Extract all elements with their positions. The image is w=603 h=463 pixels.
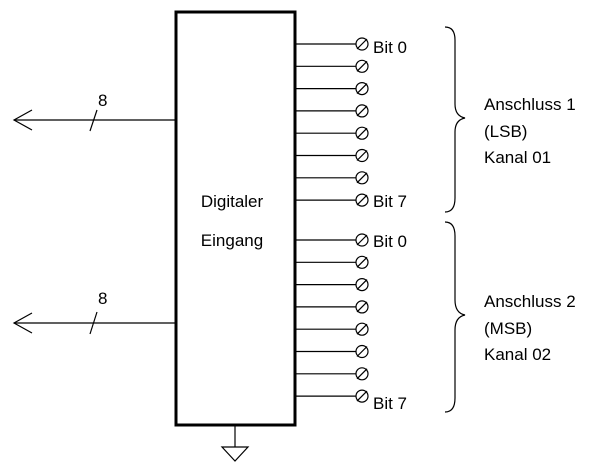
connector1-order: (LSB) xyxy=(484,122,527,141)
connector2-bit7-label: Bit 7 xyxy=(373,394,407,413)
screw-terminal-icon xyxy=(355,81,369,96)
bus-width-label-1: 8 xyxy=(98,91,107,110)
connector1-channel: Kanal 01 xyxy=(484,148,551,167)
screw-terminal-icon xyxy=(355,278,369,292)
block-label-line1: Digitaler xyxy=(201,192,264,211)
screw-terminal-icon xyxy=(355,126,369,140)
ground-icon xyxy=(220,425,250,462)
screw-terminal-icon xyxy=(355,389,369,403)
arrow-left-icon xyxy=(12,109,33,131)
bus-width-label-2: 8 xyxy=(98,289,107,308)
connector1-name: Anschluss 1 xyxy=(484,95,576,114)
connector2-name: Anschluss 2 xyxy=(484,292,576,311)
block-label-line2: Eingang xyxy=(201,231,263,250)
screw-terminal-icon xyxy=(355,37,369,51)
connector2-brace xyxy=(444,221,466,413)
arrow-left-icon xyxy=(12,312,33,334)
pin-group xyxy=(295,37,369,403)
screw-terminal-icon xyxy=(355,104,369,118)
connector1-brace xyxy=(444,26,466,213)
bus-width-tick-2 xyxy=(89,311,98,335)
screw-terminal-icon xyxy=(355,322,369,336)
digital-input-block xyxy=(174,10,297,427)
screw-terminal-icon xyxy=(355,367,369,381)
screw-terminal-icon xyxy=(355,193,369,207)
bus-width-tick-1 xyxy=(89,109,98,132)
screw-terminal-icon xyxy=(355,233,369,247)
connector2-bit0-label: Bit 0 xyxy=(373,232,407,251)
connector2-order: (MSB) xyxy=(484,319,532,338)
output-bus-1: 8 xyxy=(12,91,176,132)
connector2-channel: Kanal 02 xyxy=(484,345,551,364)
screw-terminal-icon xyxy=(355,300,369,314)
output-bus-2: 8 xyxy=(12,289,176,335)
screw-terminal-icon xyxy=(355,344,369,359)
screw-terminal-icon xyxy=(355,148,369,163)
connector1-bit0-label: Bit 0 xyxy=(373,38,407,57)
connector1-bit7-label: Bit 7 xyxy=(373,192,407,211)
screw-terminal-icon xyxy=(355,59,369,73)
screw-terminal-icon xyxy=(355,171,369,185)
screw-terminal-icon xyxy=(355,255,369,269)
